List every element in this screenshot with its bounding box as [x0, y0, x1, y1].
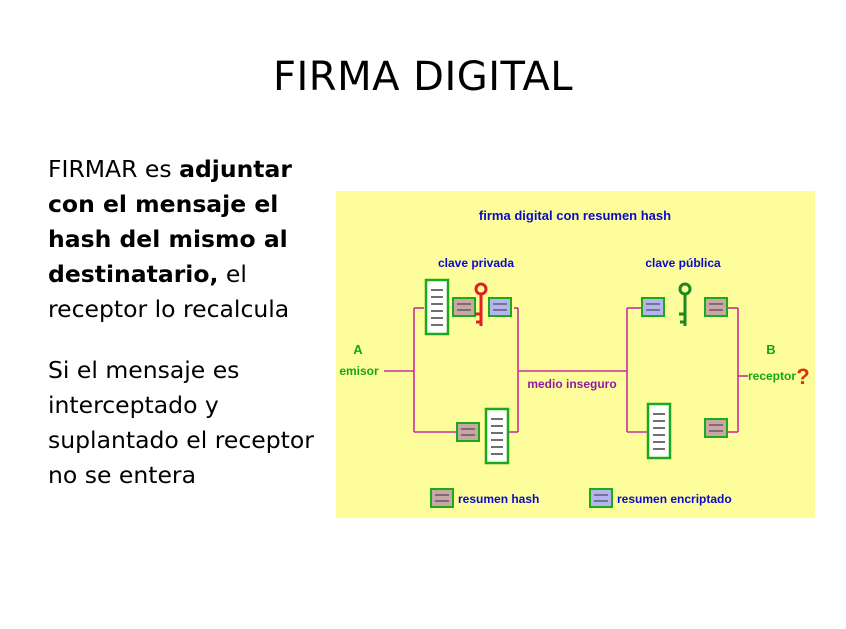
bullet-interceptado: Si el mensaje es interceptado y suplanta…	[48, 353, 338, 493]
document-icon	[424, 278, 450, 336]
document-icon	[646, 402, 672, 460]
document-icon	[484, 407, 510, 465]
sender-label: emisor	[339, 364, 379, 378]
legend-encrypted-icon	[589, 488, 613, 508]
receiver-letter: B	[766, 342, 775, 357]
bullet-list: FIRMAR es adjuntar con el mensaje el has…	[48, 152, 338, 519]
private-key-icon	[474, 282, 488, 326]
encrypted-summary-icon	[488, 297, 512, 317]
legend-hash-label: resumen hash	[458, 492, 539, 506]
bullet-firmar: FIRMAR es adjuntar con el mensaje el has…	[48, 152, 338, 327]
public-key-label: clave pública	[645, 256, 721, 270]
public-key-icon	[678, 282, 692, 326]
connection-lines	[384, 307, 748, 433]
legend-encrypted-label: resumen encriptado	[617, 492, 732, 506]
hash-summary-icon	[452, 297, 476, 317]
receiver-label: receptor	[748, 369, 796, 383]
hash-summary-icon	[704, 418, 728, 438]
diagram-title: firma digital con resumen hash	[479, 208, 671, 223]
legend-hash-icon	[430, 488, 454, 508]
sender-letter: A	[353, 342, 363, 357]
hash-summary-icon	[456, 422, 480, 442]
question-mark: ?	[796, 364, 809, 389]
bullet-firmar-end: el receptor lo recalcula	[48, 260, 290, 323]
bullet-interceptado-text: Si el mensaje es interceptado y suplanta…	[48, 356, 314, 489]
private-key-label: clave privada	[438, 256, 514, 270]
bullet-firmar-bold: adjuntar con el mensaje el hash del mism…	[48, 155, 292, 288]
diagram-canvas: firma digital con resumen hash A emisor …	[339, 208, 810, 508]
hash-summary-icon	[704, 297, 728, 317]
encrypted-summary-icon	[641, 297, 665, 317]
slide-title: FIRMA DIGITAL	[272, 54, 574, 100]
channel-label: medio inseguro	[527, 377, 616, 391]
bullet-firmar-intro: FIRMAR es	[48, 155, 180, 183]
hash-signature-diagram: firma digital con resumen hash A emisor …	[336, 191, 815, 518]
